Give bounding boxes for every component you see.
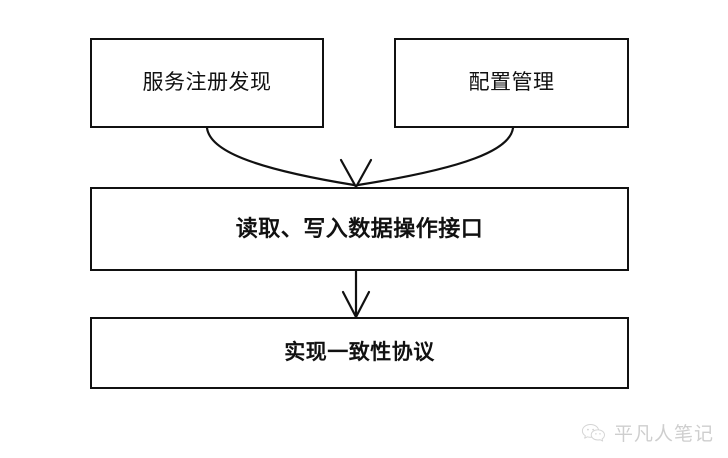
node-service-registry-label: 服务注册发现 — [142, 71, 272, 95]
node-config-mgmt-label: 配置管理 — [468, 71, 555, 95]
watermark: 平凡人笔记 — [581, 419, 714, 446]
node-config-mgmt[interactable]: 配置管理 — [394, 38, 629, 128]
node-service-registry[interactable]: 服务注册发现 — [90, 38, 324, 128]
watermark-text: 平凡人笔记 — [613, 424, 714, 445]
edge-config-mgmt-to-data-api — [356, 126, 515, 187]
node-consistency-label: 实现一致性协议 — [284, 341, 435, 365]
wechat-icon — [581, 422, 607, 444]
arrowhead-into-consistency — [341, 290, 371, 319]
edge-service-registry-to-data-api — [205, 126, 356, 187]
node-consistency[interactable]: 实现一致性协议 — [90, 317, 629, 389]
node-data-api[interactable]: 读取、写入数据操作接口 — [90, 187, 629, 271]
arrowhead-into-data-api — [339, 158, 373, 189]
node-data-api-label: 读取、写入数据操作接口 — [235, 215, 484, 241]
